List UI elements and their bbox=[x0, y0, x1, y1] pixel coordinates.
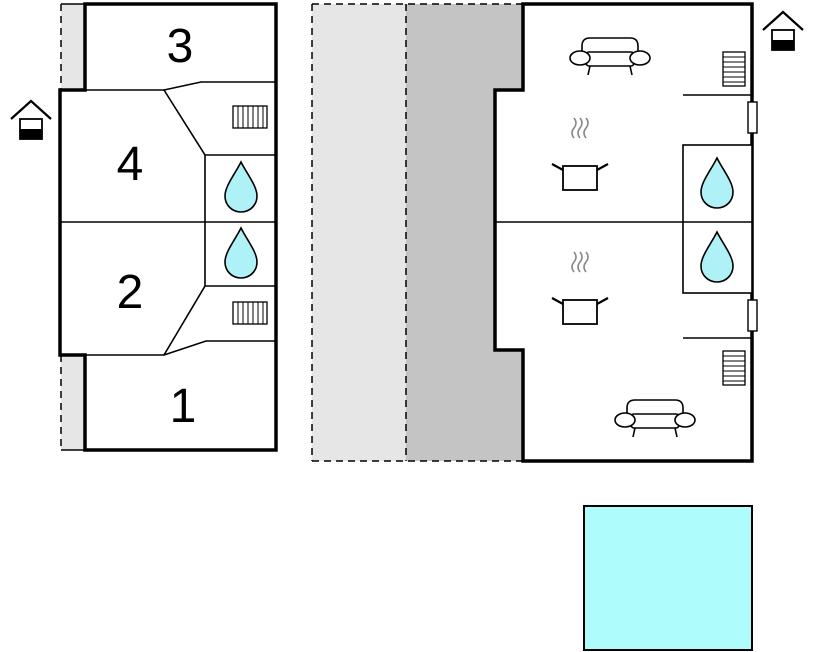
window-icon bbox=[747, 299, 758, 332]
bedroom-wing: 3 4 2 1 bbox=[9, 2, 278, 452]
room-number-1: 1 bbox=[170, 380, 197, 433]
radiator-icon bbox=[232, 105, 268, 129]
radiator-icon bbox=[722, 350, 746, 386]
house-entrance-icon bbox=[9, 99, 53, 141]
balcony-strip-bottom bbox=[61, 355, 85, 450]
living-wing bbox=[493, 2, 805, 463]
water-drop-icon bbox=[224, 227, 258, 279]
room-number-2: 2 bbox=[117, 266, 144, 319]
window-icon bbox=[747, 101, 758, 134]
house-entrance-icon bbox=[761, 10, 805, 52]
balcony-strip-top bbox=[61, 4, 85, 90]
room-number-3: 3 bbox=[167, 20, 194, 73]
pool-area bbox=[583, 505, 753, 651]
room-number-4: 4 bbox=[117, 138, 144, 191]
terrace-light bbox=[312, 4, 406, 461]
radiator-icon bbox=[232, 301, 268, 325]
water-drop-icon bbox=[224, 161, 258, 213]
terrace bbox=[311, 3, 523, 462]
radiator-icon bbox=[722, 51, 746, 87]
